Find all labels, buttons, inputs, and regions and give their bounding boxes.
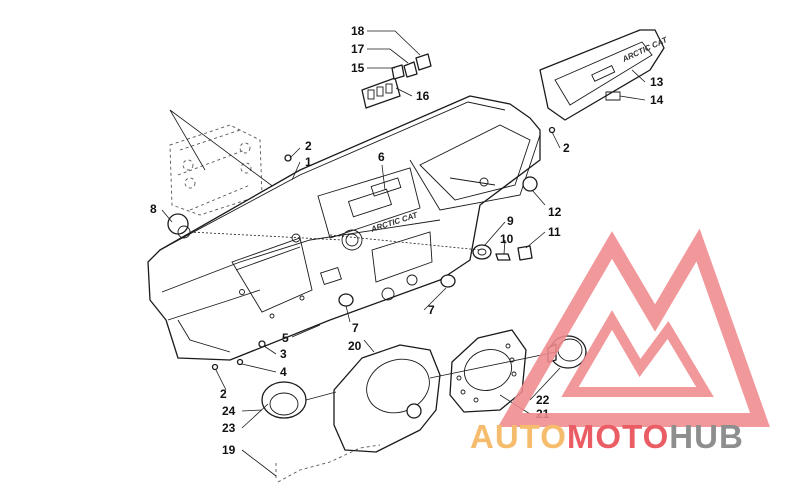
callout-3: 3 [280,347,287,361]
callout-22: 22 [536,393,550,407]
instrument-bezel [333,344,441,453]
callout-19: 19 [222,443,236,457]
callout-16: 16 [416,89,430,103]
callout-8: 8 [150,202,157,216]
callout-9: 9 [507,214,514,228]
callout-14: 14 [650,93,664,107]
callout-6: 6 [378,150,385,164]
callout-17: 17 [351,42,365,56]
gauge-ring [261,381,307,419]
watermark-moto: MOTO [567,418,669,455]
callout-18: 18 [351,24,365,38]
callout-4: 4 [280,365,287,379]
wire-harness [275,444,381,483]
callout-2-bottom: 2 [220,387,227,401]
callout-15: 15 [351,61,365,75]
callout-7-left: 7 [352,321,359,335]
callout-10: 10 [500,232,514,246]
leader-lines [161,30,646,477]
watermark-logo: AUTOMOTOHUB [470,228,770,455]
callout-20: 20 [348,339,362,353]
callouts: 18 17 15 16 13 14 2 1 6 2 8 12 9 10 11 7… [150,24,664,457]
svg-text:AUTOMOTOHUB: AUTOMOTOHUB [470,418,744,455]
callout-13: 13 [650,75,664,89]
watermark-mark [497,228,770,427]
watermark-auto: AUTO [470,418,567,455]
callout-12: 12 [548,205,562,219]
callout-2-top: 2 [305,139,312,153]
watermark-hub: HUB [669,418,744,455]
switch-bank [361,53,432,109]
dash-panel: ARCTIC CAT [147,95,541,361]
callout-1: 1 [305,155,312,169]
callout-24: 24 [222,404,236,418]
callout-2-right: 2 [563,141,570,155]
callout-23: 23 [222,421,236,435]
callout-11: 11 [548,225,561,239]
callout-5: 5 [282,331,289,345]
callout-7-right: 7 [428,303,435,317]
